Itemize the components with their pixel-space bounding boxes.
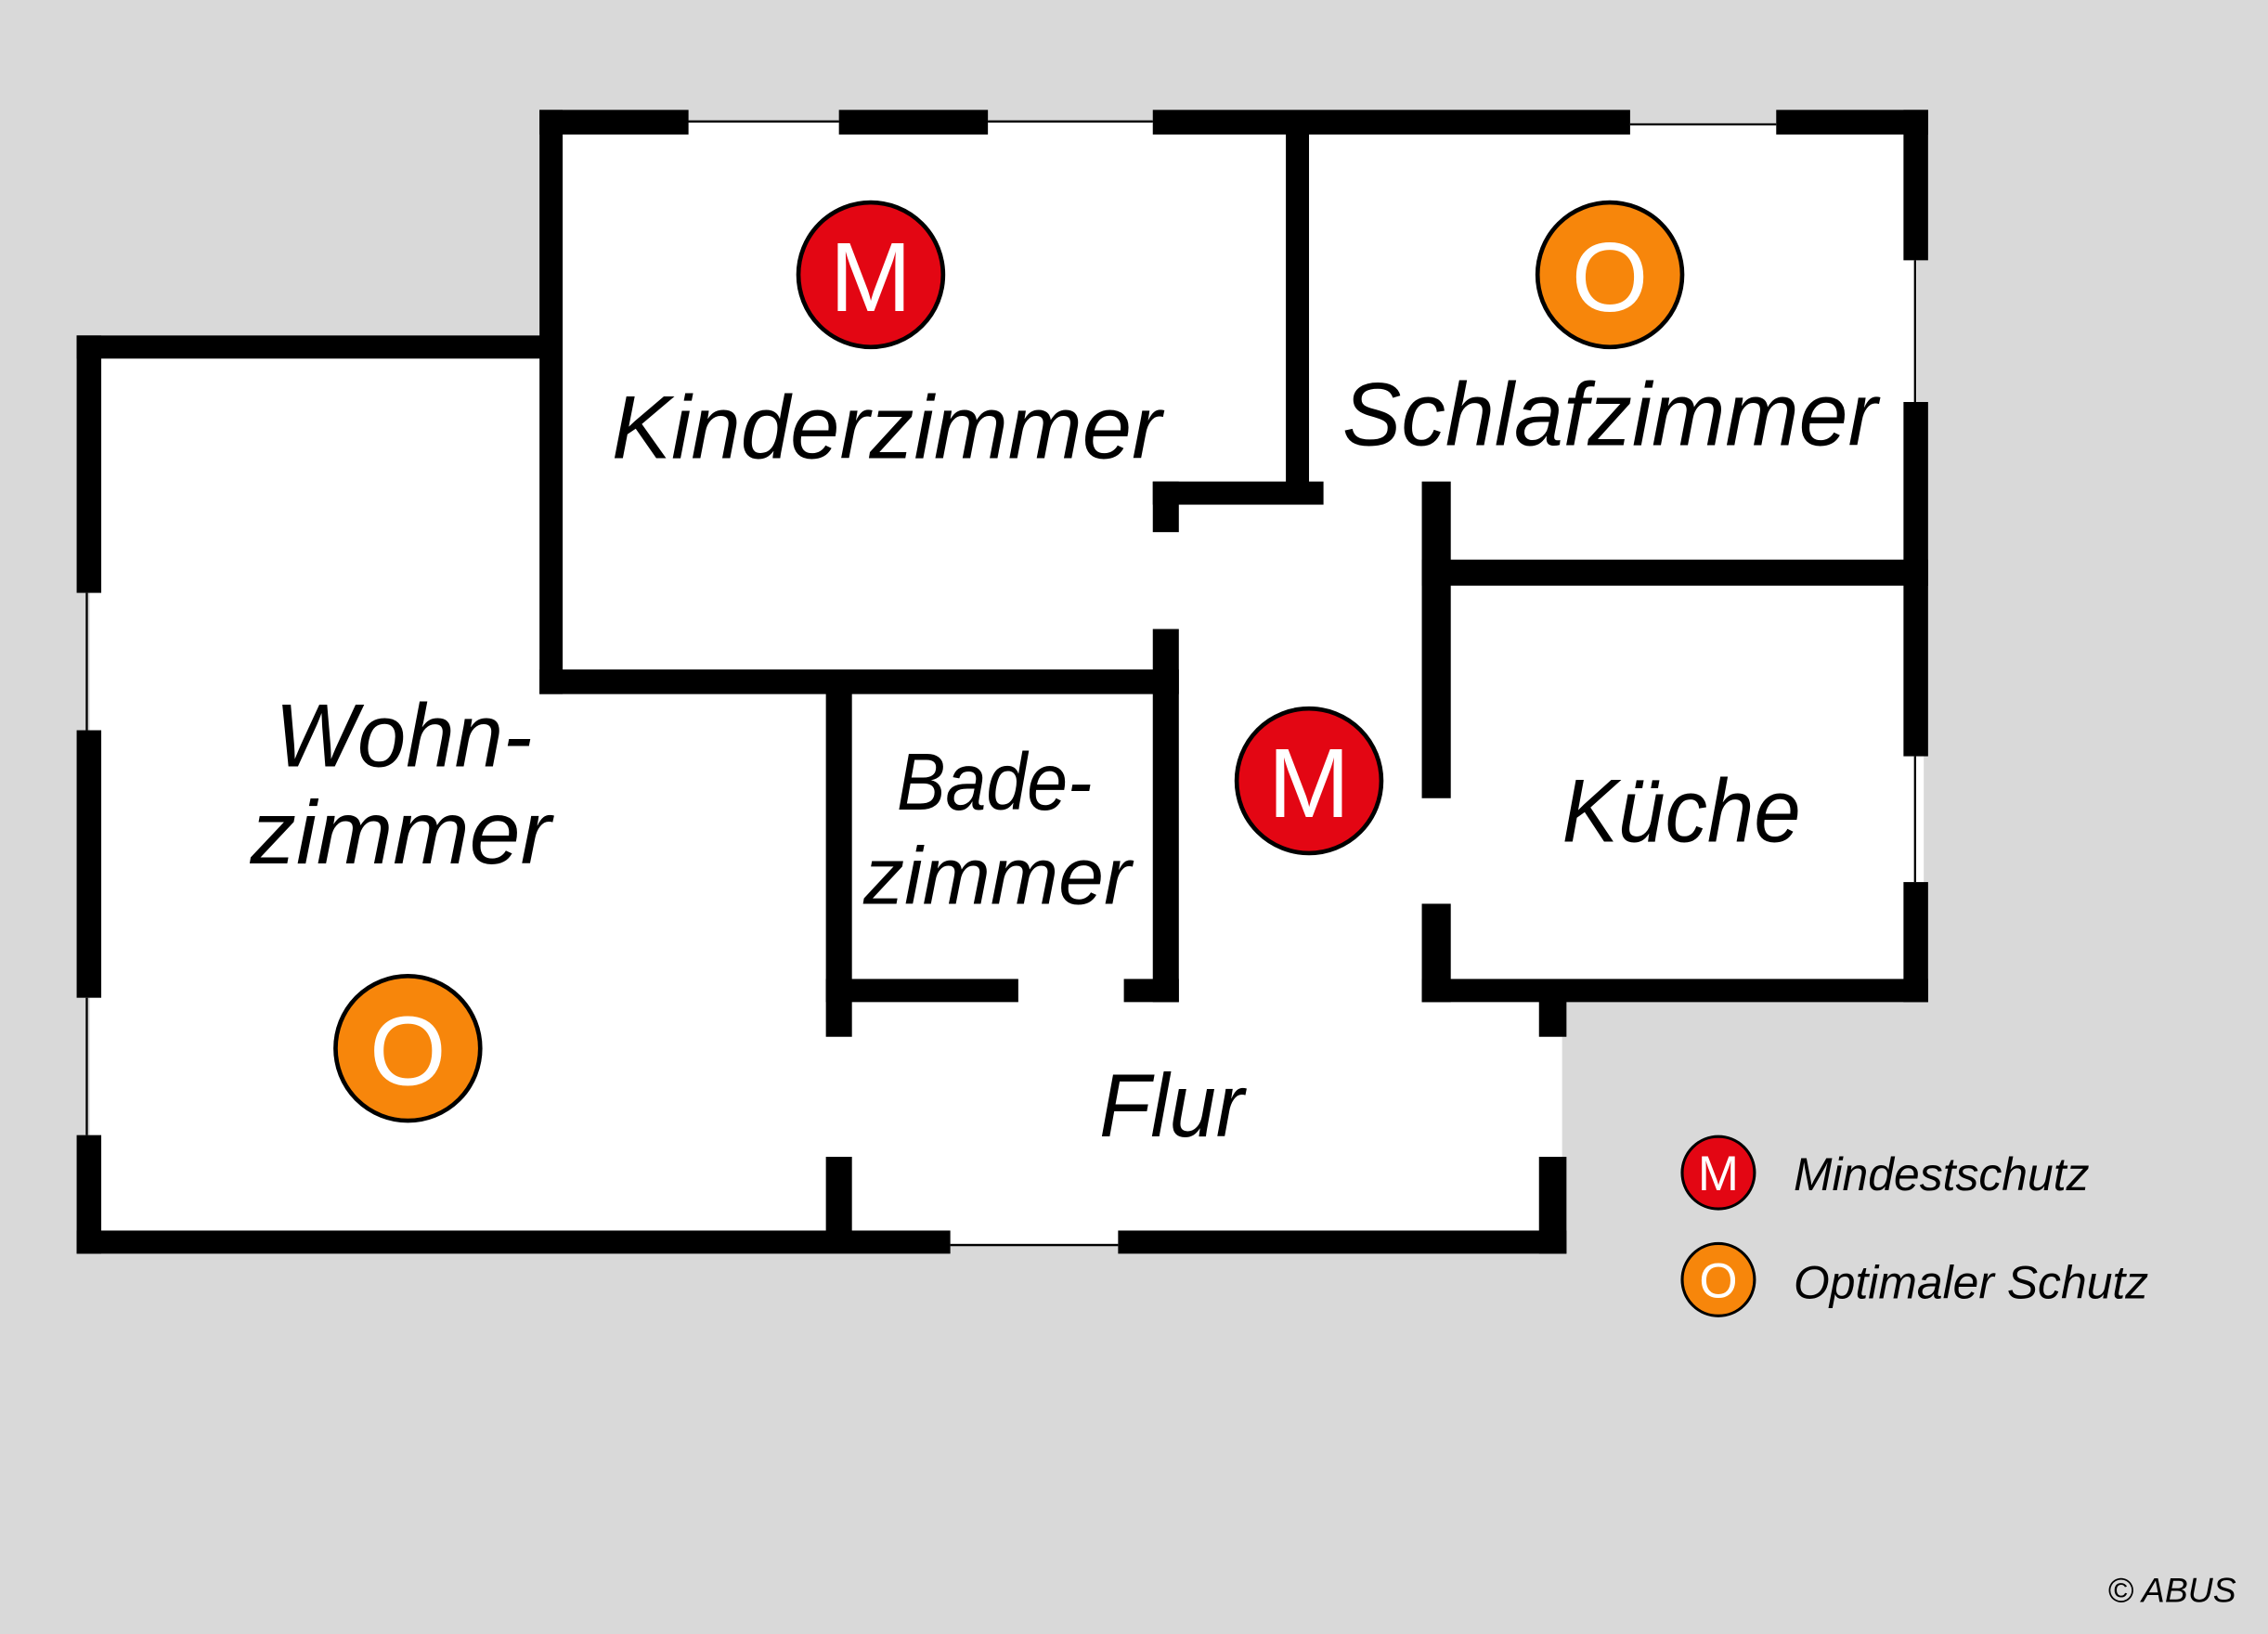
room-label-badezimmer-line2: zimmer [862, 831, 1134, 921]
room-label-flur: Flur [1099, 1057, 1247, 1156]
room-label-badezimmer-line1: Bade- [897, 737, 1092, 827]
legend-label-optimal: Optimaler Schutz [1794, 1257, 2148, 1309]
legend-item-minimum: M Mindestschutz [1680, 1135, 2090, 1211]
windows [85, 120, 1917, 1247]
legend: M Mindestschutz O Optimaler Schutz [1680, 1135, 2148, 1317]
floor-area [89, 123, 1925, 1244]
svg-text:M: M [830, 223, 912, 332]
room-label-wohnzimmer-line1: Wohn- [275, 687, 532, 786]
copyright: © ABUS [2107, 1571, 2236, 1610]
svg-text:M: M [1268, 729, 1350, 838]
room-label-schlafzimmer: Schlafzimmer [1342, 366, 1881, 465]
walls [76, 110, 1928, 1254]
legend-item-optimal: O Optimaler Schutz [1680, 1241, 2148, 1317]
room-label-kueche: Küche [1562, 761, 1801, 861]
marker-flur-minimum: M [1234, 706, 1384, 856]
marker-schlafzimmer-optimal: O [1535, 200, 1685, 350]
marker-wohnzimmer-optimal: O [333, 973, 483, 1123]
svg-text:O: O [1699, 1253, 1737, 1308]
svg-text:M: M [1698, 1147, 1739, 1201]
marker-kinderzimmer-minimum: M [796, 200, 946, 350]
svg-text:O: O [1572, 223, 1648, 332]
room-label-wohnzimmer-line2: zimmer [250, 784, 555, 883]
legend-label-minimum: Mindestschutz [1794, 1148, 2090, 1200]
room-label-kinderzimmer: Kinderzimmer [612, 379, 1165, 478]
svg-text:O: O [369, 996, 446, 1106]
